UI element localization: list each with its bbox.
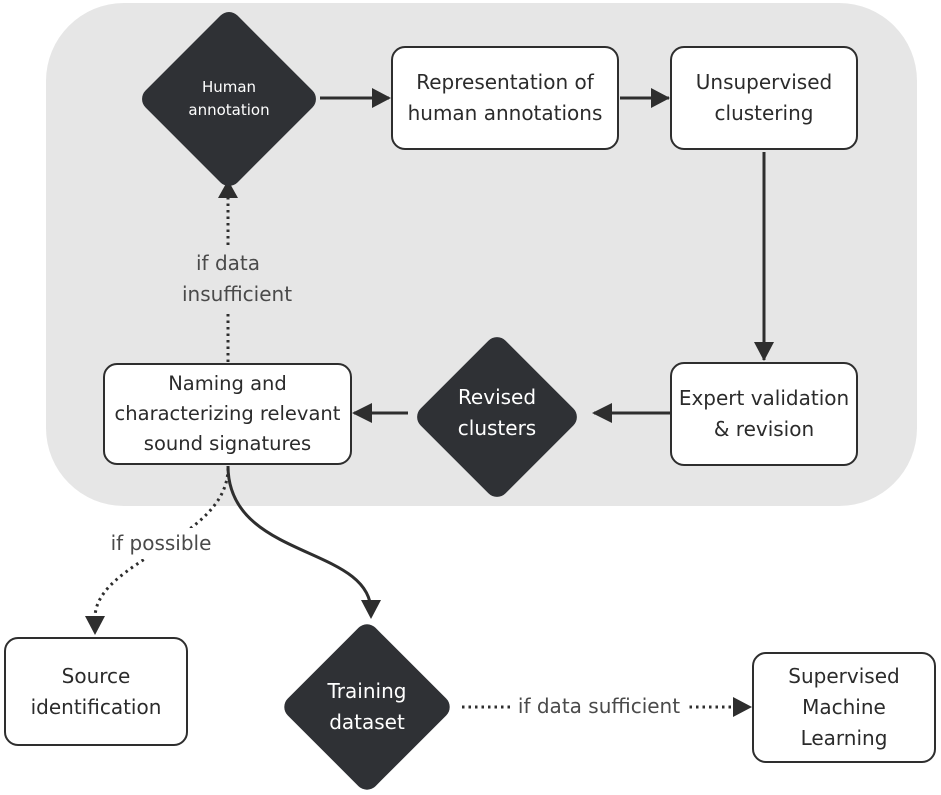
naming-line-2: characterizing relevant (114, 402, 341, 425)
source-line-2: identification (30, 694, 162, 719)
arrow-naming-to-training (226, 465, 373, 613)
revised-line-2: clusters (457, 416, 537, 440)
representation-box: Representation of human annotations (391, 46, 619, 150)
supervised-ml-box: Supervised Machine Learning (752, 652, 936, 763)
naming-box: Naming and characterizing relevant sound… (103, 363, 352, 465)
edge-label-if-data-sufficient: if data sufficient (512, 691, 686, 722)
source-identification-box: Source identification (4, 637, 188, 746)
supervised-line-2: Machine (802, 695, 886, 719)
naming-line-3: sound signatures (143, 432, 312, 455)
supervised-line-3: Learning (800, 726, 888, 750)
training-line-2: dataset (329, 710, 405, 734)
representation-line-2: human annotations (407, 101, 603, 125)
arrow-naming-to-source-dotted (93, 467, 230, 619)
expert-validation-box: Expert validation & revision (670, 362, 858, 466)
unsupervised-line-1: Unsupervised (695, 70, 833, 94)
source-line-1: Source (61, 663, 131, 688)
supervised-line-1: Supervised (788, 664, 900, 688)
expert-line-2: & revision (713, 417, 815, 441)
human-annotation-line-2: annotation (188, 101, 270, 119)
training-dataset-label: Training dataset (282, 674, 452, 740)
if-data-insufficient-line-2: insufficient (182, 282, 293, 306)
edge-label-if-data-insufficient: if data insufficient (182, 248, 293, 310)
representation-line-1: Representation of (416, 70, 594, 94)
revised-line-1: Revised (457, 385, 537, 409)
edge-label-if-possible: if possible (106, 528, 216, 559)
if-data-sufficient-text: if data sufficient (517, 694, 681, 718)
naming-line-1: Naming and (168, 372, 287, 395)
unsupervised-line-2: clustering (714, 101, 814, 125)
human-annotation-label: Human annotation (139, 67, 319, 131)
training-line-1: Training (327, 679, 407, 703)
if-possible-text: if possible (110, 531, 212, 555)
human-annotation-line-1: Human (201, 78, 257, 96)
revised-clusters-label: Revised clusters (412, 380, 582, 446)
unsupervised-clustering-box: Unsupervised clustering (670, 46, 858, 150)
if-data-insufficient-line-1: if data (195, 251, 260, 275)
expert-line-1: Expert validation (678, 386, 850, 410)
